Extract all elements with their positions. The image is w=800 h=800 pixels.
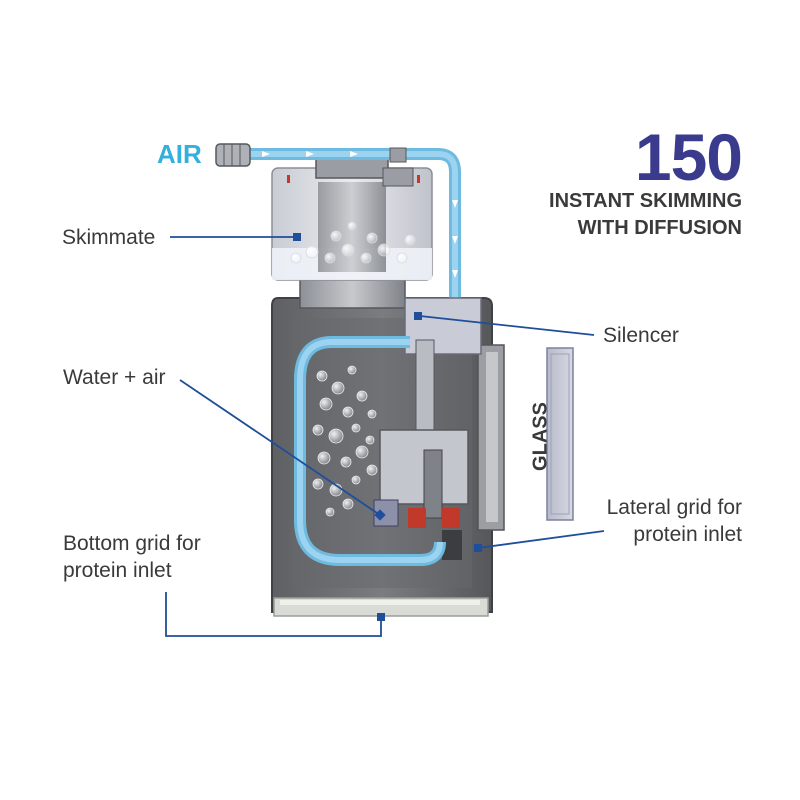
subtitle-line-1: INSTANT SKIMMING <box>549 190 742 212</box>
air-label: AIR <box>157 139 202 169</box>
lateral-grid-line-1: Lateral grid for <box>606 496 742 519</box>
silencer-label: Silencer <box>603 324 679 347</box>
lateral-grid-line-2: protein inlet <box>633 523 742 546</box>
leader-markers <box>293 233 482 621</box>
riser-pipe <box>415 339 435 431</box>
model-number: 150 <box>634 120 743 194</box>
pump-chamber <box>373 429 469 560</box>
air-flow-arrows <box>262 151 458 278</box>
water-air-label: Water + air <box>63 366 166 389</box>
model-subtitle: INSTANT SKIMMING WITH DIFFUSION <box>549 188 742 242</box>
lateral-grid-plate <box>546 347 574 521</box>
water-air-tube <box>294 336 446 566</box>
bottom-grid-line-2: protein inlet <box>63 559 172 582</box>
glass-label: GLASS <box>529 402 552 471</box>
lateral-grid-label: Lateral grid for protein inlet <box>607 494 742 548</box>
bottom-grid-label: Bottom grid for protein inlet <box>63 530 201 584</box>
leader-lines <box>165 236 605 637</box>
glass-bracket <box>477 344 505 531</box>
subtitle-line-2: WITH DIFFUSION <box>577 217 742 239</box>
bottom-grid-line-1: Bottom grid for <box>63 532 201 555</box>
air-hose <box>215 143 461 300</box>
skimmate-label: Skimmate <box>62 226 156 249</box>
cup-foam <box>290 221 416 264</box>
